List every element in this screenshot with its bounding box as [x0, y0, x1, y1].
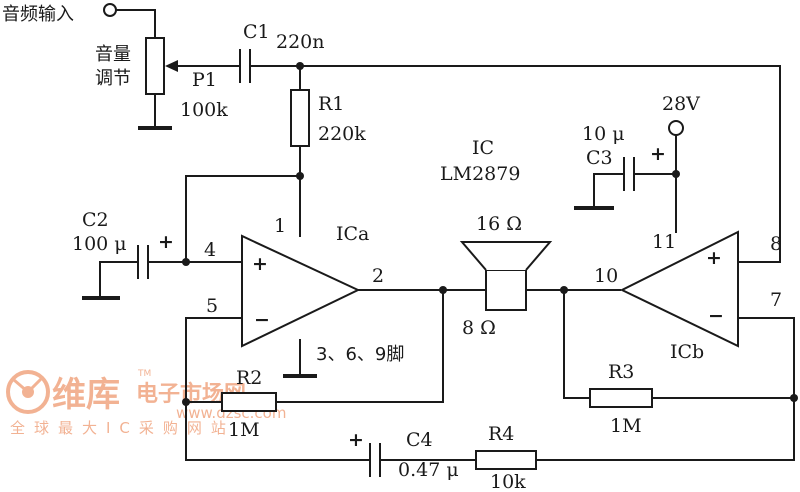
resistor-r1 — [290, 89, 310, 147]
wire-c2-ground — [99, 261, 139, 299]
wire-input — [115, 9, 156, 39]
label-speaker-8: 8 Ω — [462, 317, 496, 339]
label-r4-name: R4 — [488, 423, 514, 445]
label-c1-value: 220n — [276, 31, 325, 53]
label-supply: 28V — [662, 93, 700, 115]
ica-minus: − — [254, 309, 270, 331]
label-ica: ICa — [336, 223, 369, 245]
c4-polarity: + — [348, 429, 364, 451]
label-pin-10: 10 — [594, 265, 618, 287]
label-r4-value: 10k — [490, 471, 526, 492]
capacitor-c1 — [239, 49, 251, 83]
label-ic-name: IC — [472, 137, 494, 159]
label-pin-7: 7 — [770, 289, 782, 311]
label-pin-4: 4 — [204, 239, 216, 261]
label-c3-name: C3 — [586, 147, 613, 169]
wire-pin7 — [535, 317, 795, 461]
label-r2-name: R2 — [236, 367, 262, 389]
capacitor-c4 — [369, 443, 381, 477]
input-terminal — [103, 3, 117, 17]
potentiometer-p1 — [145, 37, 165, 95]
label-audio-input: 音频输入 — [2, 4, 74, 25]
label-pin-8: 8 — [770, 233, 782, 255]
resistor-r4 — [475, 450, 537, 470]
label-c4-name: C4 — [406, 429, 433, 451]
c3-polarity: + — [650, 143, 666, 165]
label-c1-name: C1 — [243, 21, 270, 43]
wire-c1-feedback — [249, 65, 781, 263]
wire-inverting-left — [185, 317, 371, 461]
resistor-r2 — [221, 392, 277, 412]
label-ic-part: LM2879 — [440, 163, 520, 185]
label-c2-name: C2 — [82, 209, 109, 231]
wire-bias — [185, 175, 301, 237]
capacitor-c3 — [623, 157, 635, 191]
label-speaker-16: 16 Ω — [476, 213, 522, 235]
icb-minus: − — [708, 305, 724, 327]
opamp-icb — [619, 230, 739, 348]
resistor-r3 — [589, 388, 653, 408]
label-r1-value: 220k — [318, 123, 366, 145]
junction-c2 — [182, 258, 190, 266]
speaker-coil — [485, 269, 527, 311]
c2-polarity: + — [158, 231, 174, 253]
label-pin-11: 11 — [652, 231, 676, 253]
label-pin-2: 2 — [372, 265, 384, 287]
label-p1-value: 100k — [180, 99, 228, 121]
watermark-tm: TM — [137, 369, 151, 379]
label-r2-value: 1M — [228, 419, 260, 441]
capacitor-c2 — [137, 245, 149, 279]
ica-plus: + — [252, 253, 268, 275]
watermark-slogan: 全球最大IC采购网站 — [10, 419, 235, 437]
wire-r2-feedback — [275, 289, 444, 403]
label-volume-1: 音量 — [95, 44, 131, 65]
icb-plus: + — [706, 247, 722, 269]
label-c3-value: 10 μ — [582, 123, 625, 145]
label-r3-value: 1M — [610, 415, 642, 437]
label-pin-1: 1 — [274, 215, 286, 237]
label-r3-name: R3 — [608, 361, 634, 383]
label-r1-name: R1 — [318, 93, 344, 115]
label-volume-2: 调节 — [95, 68, 131, 89]
label-pin-5: 5 — [206, 295, 218, 317]
label-c4-value: 0.47 μ — [398, 459, 459, 481]
watermark-brand: 维库 — [52, 375, 120, 415]
speaker-cone-icon — [459, 241, 553, 271]
wire-c3-ground — [593, 173, 625, 209]
wire-r3-left — [563, 289, 591, 399]
label-p1-name: P1 — [192, 69, 217, 91]
watermark-logo-icon — [6, 370, 50, 414]
opamp-ica — [241, 234, 361, 348]
supply-terminal — [668, 120, 684, 136]
label-icb: ICb — [670, 341, 704, 363]
label-c2-value: 100 μ — [72, 233, 127, 255]
wiper-arrow-icon — [165, 60, 178, 72]
label-ground-pins: 3、6、9脚 — [316, 344, 404, 365]
